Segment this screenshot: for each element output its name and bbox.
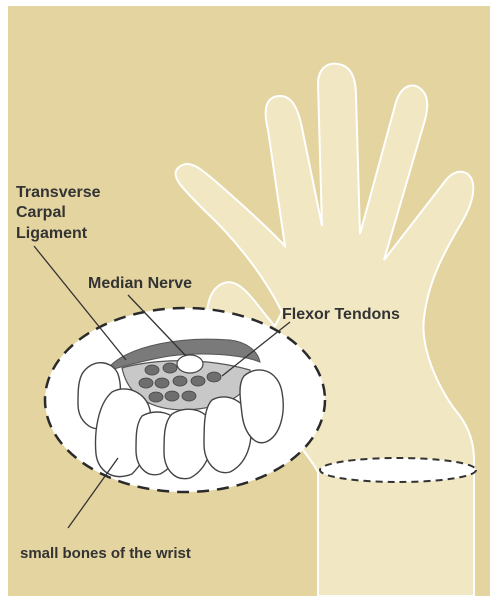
tendon xyxy=(191,376,205,386)
tendon xyxy=(155,378,169,388)
label-transverse-line3: Ligament xyxy=(16,225,88,242)
label-median-nerve: Median Nerve xyxy=(88,275,192,292)
tendon xyxy=(149,392,163,402)
wrist-cut-ellipse xyxy=(320,458,476,482)
median-nerve xyxy=(177,355,203,373)
tendon xyxy=(145,365,159,375)
tendon xyxy=(173,376,187,386)
tendon xyxy=(165,391,179,401)
tendon xyxy=(207,372,221,382)
label-flexor-tendons: Flexor Tendons xyxy=(282,306,400,323)
label-transverse-line1: Transverse xyxy=(16,184,101,201)
label-small-bones: small bones of the wrist xyxy=(20,545,191,562)
tendon xyxy=(163,363,177,373)
tendon xyxy=(182,391,196,401)
bone-6 xyxy=(240,370,283,443)
label-transverse-line2: Carpal xyxy=(16,204,66,221)
tendon xyxy=(139,378,153,388)
